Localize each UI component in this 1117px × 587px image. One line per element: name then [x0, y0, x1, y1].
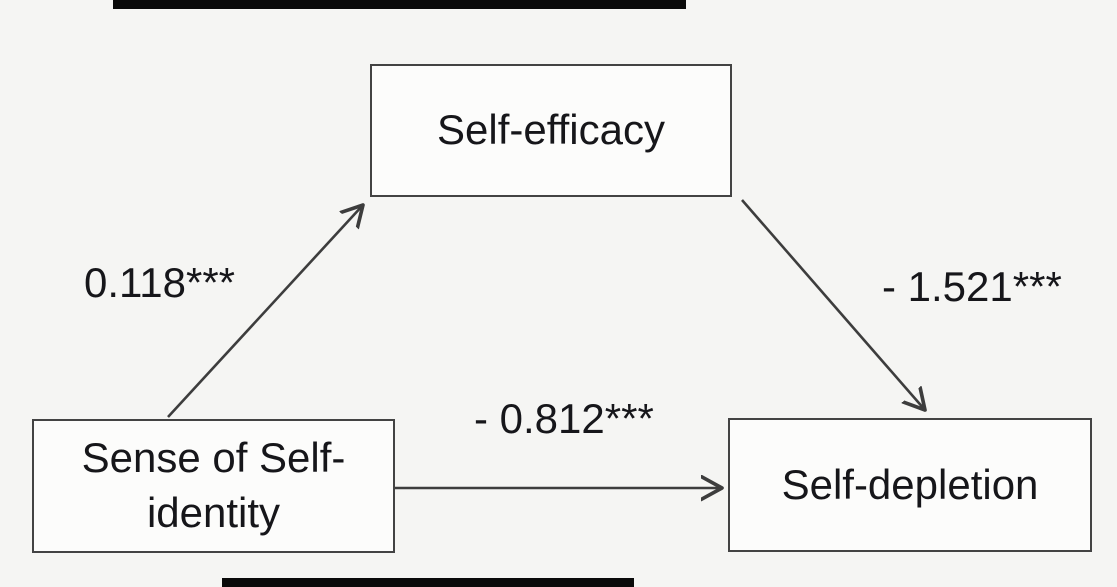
coefficient-label-c-path: - 0.812*** [474, 395, 654, 442]
coefficient-label-b-path: - 1.521*** [882, 263, 1062, 310]
letterbox-bar-bottom [222, 578, 634, 587]
arrow-a-path [167, 205, 363, 418]
coefficient-label-a-path: 0.118*** [84, 259, 236, 306]
arrow-b-path [741, 199, 925, 410]
node-self-depletion: Self-depletion [728, 418, 1092, 552]
node-sense-of-self-identity-label-line2: identity [146, 489, 281, 536]
node-self-depletion-label: Self-depletion [781, 460, 1039, 508]
node-self-efficacy: Self-efficacy [370, 64, 732, 197]
letterbox-bar-top [113, 0, 686, 9]
node-self-efficacy-label: Self-efficacy [437, 106, 665, 154]
node-sense-of-self-identity-label-line1: Sense of Self- [81, 434, 346, 482]
node-sense-of-self-identity: Sense of Self- identity [32, 419, 395, 553]
